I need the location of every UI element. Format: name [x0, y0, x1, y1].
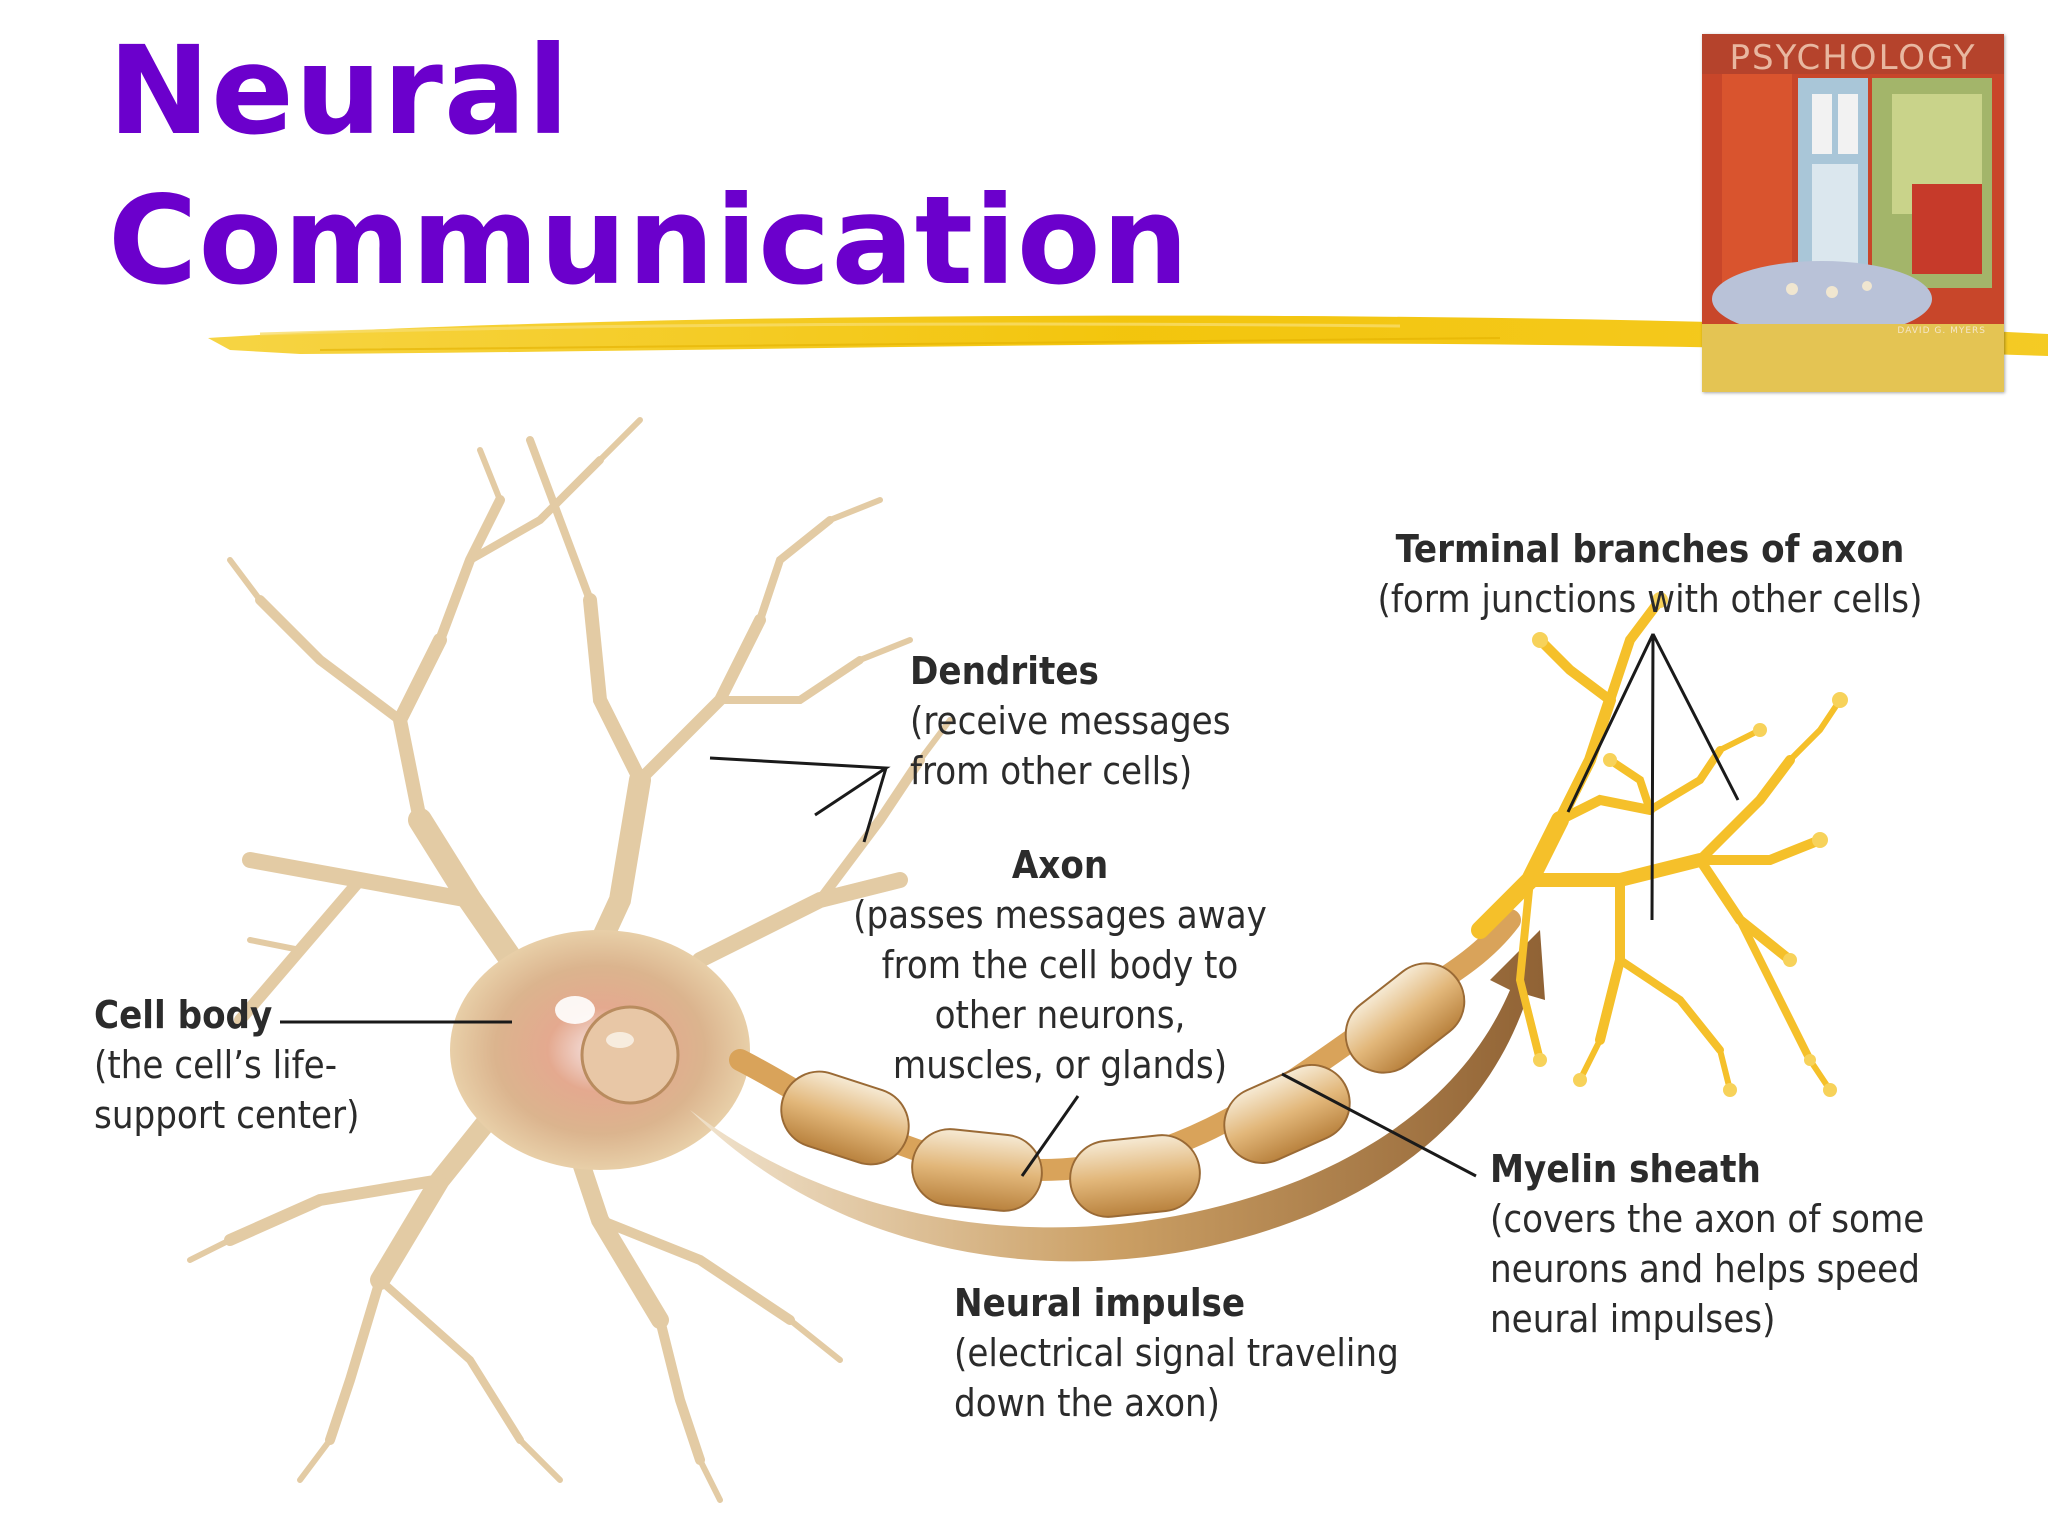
- label-title: Terminal branches of axon: [1395, 527, 1905, 571]
- cell-body: [450, 930, 750, 1170]
- title-line-1: Neural: [108, 20, 571, 162]
- myelin-leader: [1281, 1072, 1477, 1178]
- myelin-sheath-segments: [780, 962, 1466, 1218]
- terminal-bulbs: [1532, 592, 1848, 1097]
- book-cover-image: PSYCHOLOGY DAVID G. MYERS: [1702, 34, 2004, 392]
- book-title: PSYCHOLOGY: [1729, 38, 1977, 78]
- label-desc: (the cell’s life- support center): [94, 1043, 360, 1137]
- neural-impulse-arrow: [690, 930, 1545, 1262]
- label-neural-impulse: Neural impulse (electrical signal travel…: [954, 1278, 1399, 1428]
- label-desc: (electrical signal traveling down the ax…: [954, 1331, 1399, 1425]
- label-myelin-sheath: Myelin sheath (covers the axon of some n…: [1490, 1144, 1924, 1344]
- label-cell-body: Cell body (the cell’s life- support cent…: [94, 990, 359, 1140]
- dendrites-leader: [709, 756, 891, 843]
- label-title: Cell body: [94, 993, 273, 1037]
- label-desc: (receive messages from other cells): [910, 699, 1231, 793]
- label-terminal-branches: Terminal branches of axon (form junction…: [1330, 524, 1970, 624]
- terminal-leader: [1566, 633, 1740, 921]
- label-axon: Axon (passes messages away from the cell…: [800, 840, 1320, 1090]
- label-desc: (passes messages away from the cell body…: [853, 893, 1267, 1087]
- leader-lines: [280, 633, 1740, 1178]
- label-dendrites: Dendrites (receive messages from other c…: [910, 646, 1231, 796]
- axon-leader: [1020, 1095, 1080, 1177]
- page-title: Neural Communication: [108, 16, 1190, 316]
- terminal-branches: [1471, 595, 1843, 1093]
- label-desc: (covers the axon of some neurons and hel…: [1490, 1197, 1925, 1341]
- title-line-2: Communication: [108, 170, 1190, 312]
- label-title: Dendrites: [910, 649, 1099, 693]
- label-desc: (form junctions with other cells): [1377, 577, 1923, 621]
- label-title: Axon: [1011, 843, 1109, 887]
- label-title: Neural impulse: [954, 1281, 1246, 1325]
- highlighter-stroke: [208, 315, 2048, 356]
- label-title: Myelin sheath: [1490, 1147, 1761, 1191]
- book-author: DAVID G. MYERS: [1897, 326, 1986, 336]
